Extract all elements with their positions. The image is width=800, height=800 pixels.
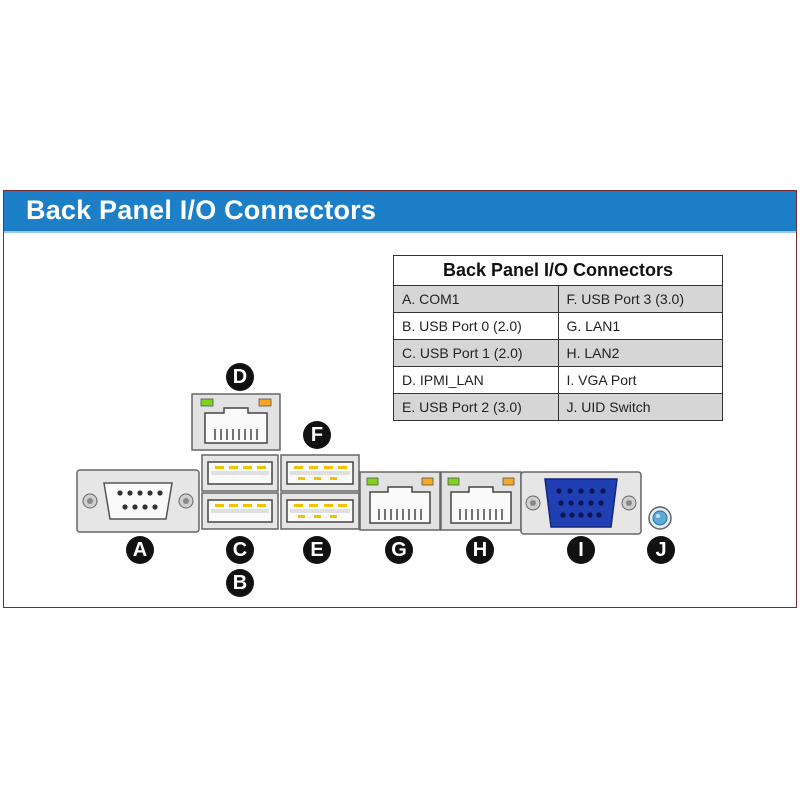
table-row: A. COM1 F. USB Port 3 (3.0) — [393, 285, 723, 313]
table-row: D. IPMI_LAN I. VGA Port — [393, 366, 723, 394]
table-row: B. USB Port 0 (2.0) G. LAN1 — [393, 312, 723, 340]
label-j: J — [647, 536, 675, 564]
table-row: E. USB Port 2 (3.0) J. UID Switch — [393, 393, 723, 421]
vga-port-icon — [520, 471, 642, 535]
label-h: H — [466, 536, 494, 564]
table-cell: F. USB Port 3 (3.0) — [557, 285, 723, 313]
table-row: C. USB Port 1 (2.0) H. LAN2 — [393, 339, 723, 367]
rj45-lan-icon — [359, 471, 441, 531]
label-f: F — [303, 421, 331, 449]
table-cell: D. IPMI_LAN — [393, 366, 559, 394]
header-stripe — [4, 231, 796, 233]
table-cell: G. LAN1 — [557, 312, 723, 340]
page-title: Back Panel I/O Connectors — [26, 195, 377, 225]
label-i: I — [567, 536, 595, 564]
usb-port-icon — [201, 454, 279, 530]
table-cell: A. COM1 — [393, 285, 559, 313]
label-a: A — [126, 536, 154, 564]
label-g: G — [385, 536, 413, 564]
rj45-lan-icon — [191, 393, 281, 451]
table-cell: C. USB Port 1 (2.0) — [393, 339, 559, 367]
header-bar: Back Panel I/O Connectors — [4, 191, 796, 231]
rj45-lan-icon — [440, 471, 522, 531]
label-c: C — [226, 536, 254, 564]
usb-port-icon — [280, 454, 360, 530]
table-cell: J. UID Switch — [557, 393, 723, 421]
back-panel-diagram: Back Panel I/O Connectors Back Panel I/O… — [3, 190, 797, 608]
label-e: E — [303, 536, 331, 564]
connector-table: Back Panel I/O Connectors A. COM1 F. USB… — [393, 255, 723, 421]
uid-switch-icon[interactable] — [647, 505, 673, 531]
table-cell: I. VGA Port — [557, 366, 723, 394]
table-title: Back Panel I/O Connectors — [393, 255, 723, 286]
label-d: D — [226, 363, 254, 391]
com-port-icon — [76, 469, 200, 533]
table-cell: H. LAN2 — [557, 339, 723, 367]
table-cell: E. USB Port 2 (3.0) — [393, 393, 559, 421]
label-b: B — [226, 569, 254, 597]
table-cell: B. USB Port 0 (2.0) — [393, 312, 559, 340]
